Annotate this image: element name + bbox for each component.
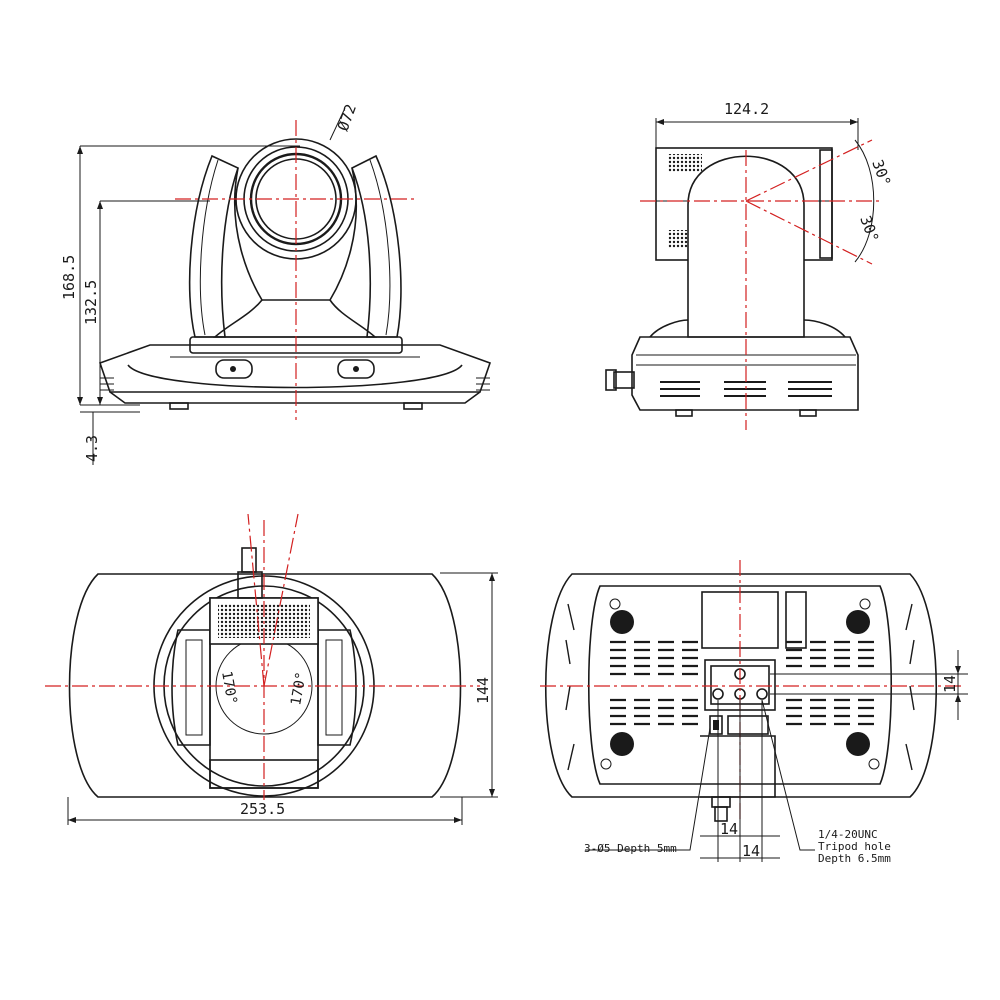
center-height-label: 132.5 [82,280,100,325]
pan-right-label: 170° [288,671,310,707]
bottom-side-slots [565,603,915,771]
pan-left-label: 170° [218,670,240,706]
bottom-vents [610,640,874,726]
tripod-note-line1: 1/4-20UNC [818,828,878,841]
top-view: 253.5 144 170° 170° [45,513,498,825]
total-height-label: 168.5 [60,255,78,300]
screw-hole-note: 3-Ø5 Depth 5mm [584,842,677,855]
side-width-label: 124.2 [724,100,769,118]
front-vents [100,377,490,391]
lens-diameter-label: Ø72 [334,102,360,134]
bottom-view: 14 14 14 3-Ø5 Depth 5mm 1/4-20UNC Tripod… [540,560,968,865]
top-width-label: 253.5 [240,800,285,818]
top-depth-label: 144 [474,677,492,704]
hole-spacing-h1: 14 [720,820,738,838]
tilt-down-label: 30° [856,213,882,245]
hole-spacing-h2: 14 [742,842,760,860]
side-view: 124.2 30° 30° [605,100,894,430]
tripod-note-line2: Tripod hole [818,840,891,853]
front-view: Ø72 168.5 132.5 4.3 [60,102,492,465]
side-vents [660,381,832,397]
tripod-note-line3: Depth 6.5mm [818,852,891,865]
hole-spacing-vertical: 14 [941,675,959,693]
base-offset-label: 4.3 [83,435,101,462]
